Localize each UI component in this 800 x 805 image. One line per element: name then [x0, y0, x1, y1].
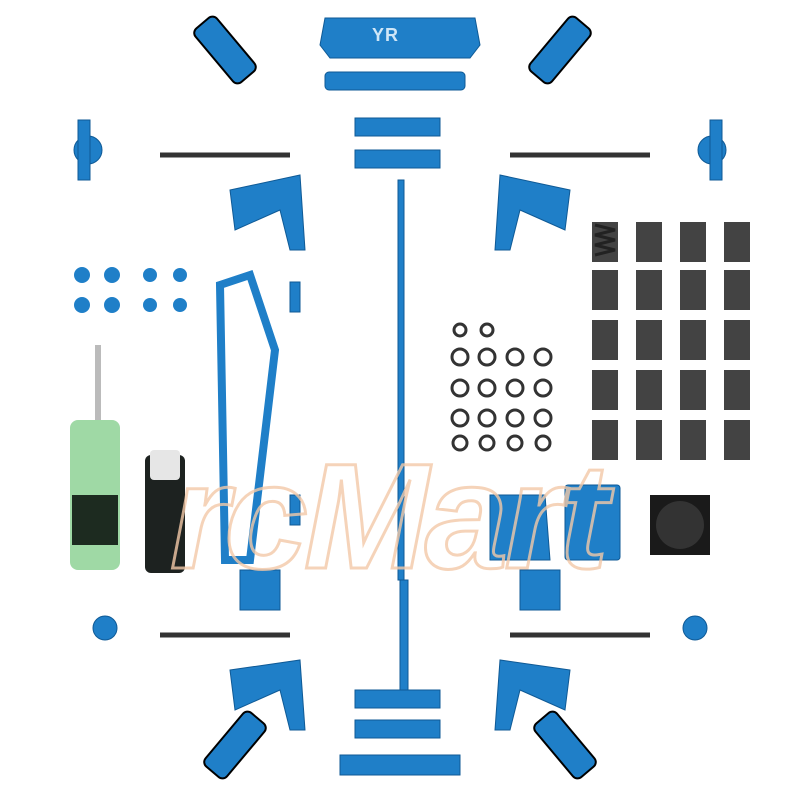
watermark: rcMart	[169, 431, 610, 602]
yr-logo: YR	[372, 25, 400, 45]
